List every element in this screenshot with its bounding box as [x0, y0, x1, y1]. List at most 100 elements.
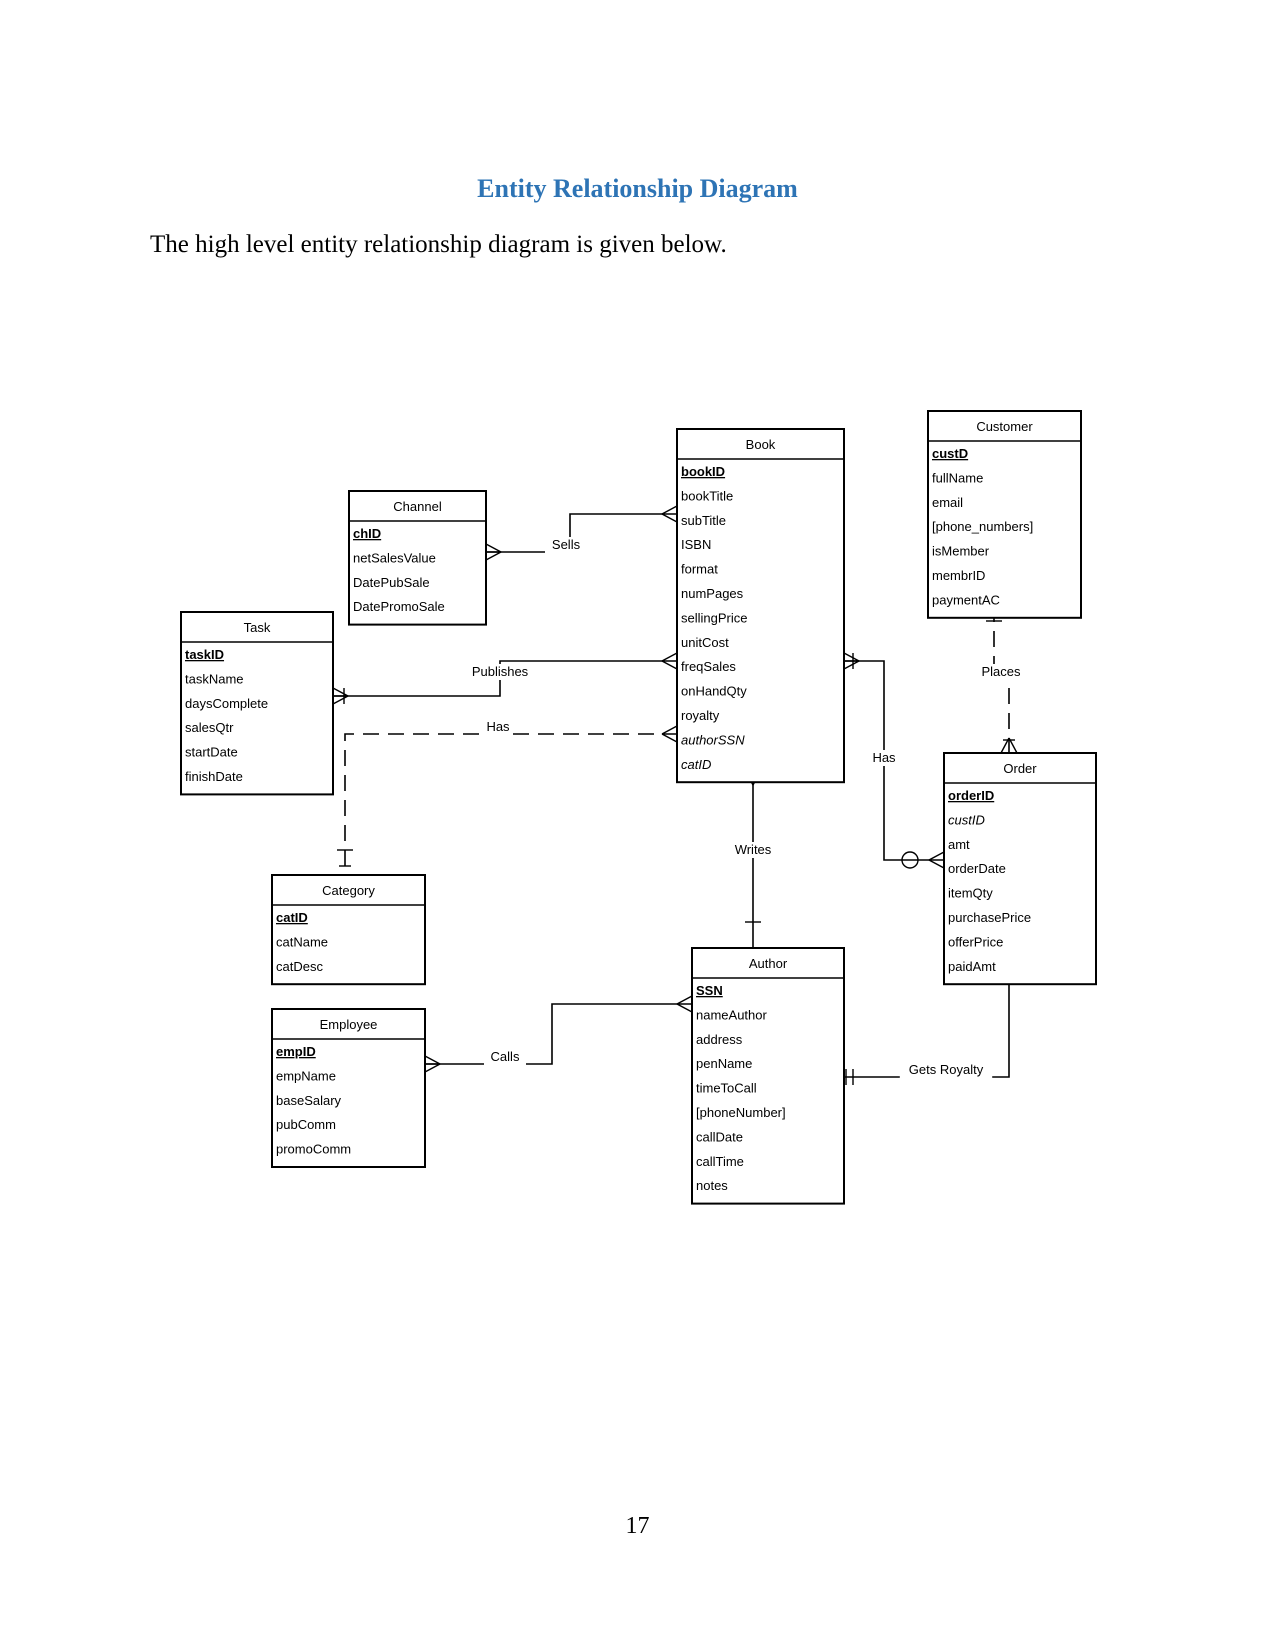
entity-attribute: bookTitle	[681, 488, 733, 503]
entity-attribute: orderDate	[948, 861, 1006, 876]
label-background	[976, 664, 1026, 680]
relationship-line	[344, 733, 677, 866]
relationship-label: Has	[872, 750, 896, 765]
entity-attribute: penName	[696, 1056, 752, 1071]
entity-attribute: onHandQty	[681, 684, 747, 699]
entity-name: Employee	[320, 1017, 378, 1032]
entity-attribute: notes	[696, 1178, 728, 1193]
primary-key-attribute: SSN	[696, 983, 723, 998]
intro-paragraph: The high level entity relationship diagr…	[150, 231, 727, 258]
relationship-label-sells: Sells	[545, 537, 587, 553]
entity-attribute: paidAmt	[948, 959, 996, 974]
crows-foot-marker	[424, 1055, 441, 1073]
entity-attribute: [phone_numbers]	[932, 519, 1033, 534]
relationship-label: Gets Royalty	[909, 1062, 984, 1077]
label-background	[899, 1062, 993, 1078]
relationship-sells	[485, 505, 678, 561]
foreign-key-attribute: authorSSN	[681, 732, 745, 747]
entity-name: Category	[322, 883, 375, 898]
entity-employee: EmployeeempIDempNamebaseSalarypubCommpro…	[271, 1008, 426, 1168]
entity-attribute: baseSalary	[276, 1093, 342, 1108]
entity-attribute: fullName	[932, 470, 983, 485]
entity-box	[943, 752, 1097, 986]
relationship-label: Has	[486, 719, 510, 734]
entity-attribute: purchasePrice	[948, 910, 1031, 925]
entity-name: Order	[1003, 761, 1037, 776]
crows-foot-marker	[661, 725, 678, 743]
entity-attribute: numPages	[681, 586, 744, 601]
relationship-label-places: Places	[976, 664, 1026, 680]
entity-attribute: promoComm	[276, 1142, 351, 1157]
primary-key-attribute: chID	[353, 526, 381, 541]
zero-optional-marker	[901, 851, 919, 869]
entity-box	[676, 428, 845, 784]
relationship-label-has-category: Has	[484, 719, 512, 735]
entity-attribute: subTitle	[681, 513, 726, 528]
entity-attribute: catName	[276, 934, 328, 949]
entity-attribute: amt	[948, 837, 970, 852]
relationship-label: Places	[981, 664, 1021, 679]
entity-attribute: DatePromoSale	[353, 599, 445, 614]
relationship-label-calls: Calls	[484, 1049, 526, 1065]
relationship-label-writes: Writes	[728, 842, 778, 858]
entity-attribute: sellingPrice	[681, 610, 747, 625]
relationship-label: Calls	[491, 1049, 520, 1064]
entity-channel: ChannelchIDnetSalesValueDatePubSaleDateP…	[348, 490, 487, 626]
relationship-label-gets-royalty: Gets Royalty	[899, 1062, 993, 1078]
document-title: Entity Relationship Diagram	[477, 174, 798, 203]
entity-box	[271, 874, 426, 986]
entity-attribute: callTime	[696, 1154, 744, 1169]
entity-attribute: email	[932, 495, 963, 510]
foreign-key-attribute: custID	[948, 812, 985, 827]
primary-key-attribute: empID	[276, 1044, 316, 1059]
entity-attribute: pubComm	[276, 1117, 336, 1132]
entity-attribute: callDate	[696, 1129, 743, 1144]
entity-attribute: nameAuthor	[696, 1007, 767, 1022]
entity-attribute: catDesc	[276, 959, 323, 974]
entity-box	[348, 490, 487, 626]
entity-name: Task	[244, 620, 271, 635]
entity-attribute: timeToCall	[696, 1081, 757, 1096]
relationship-line	[844, 968, 1010, 1078]
primary-key-attribute: custD	[932, 446, 968, 461]
entity-attribute: [phoneNumber]	[696, 1105, 786, 1120]
entity-book: BookbookIDbookTitlesubTitleISBNformatnum…	[676, 428, 845, 784]
entity-attribute: finishDate	[185, 769, 243, 784]
entity-attribute: itemQty	[948, 886, 993, 901]
relationship-label: Sells	[552, 537, 581, 552]
crows-foot-marker	[485, 543, 502, 561]
entity-attribute: taskName	[185, 671, 244, 686]
crows-foot-marker	[661, 652, 678, 670]
entity-attribute: salesQtr	[185, 720, 234, 735]
entity-name: Author	[749, 956, 788, 971]
relationship-has-category	[337, 725, 678, 867]
entity-attribute: offerPrice	[948, 934, 1003, 949]
entity-attribute: ISBN	[681, 537, 711, 552]
entity-attribute: isMember	[932, 544, 990, 559]
entity-attribute: address	[696, 1032, 743, 1047]
entity-attribute: daysComplete	[185, 696, 268, 711]
entity-name: Book	[746, 437, 776, 452]
crows-foot-marker	[928, 851, 945, 869]
entity-attribute: freqSales	[681, 659, 736, 674]
crows-foot-marker	[676, 995, 693, 1013]
label-background	[870, 750, 898, 766]
foreign-key-attribute: catID	[681, 757, 711, 772]
label-background	[484, 719, 512, 735]
entity-attribute: netSalesValue	[353, 550, 436, 565]
entity-box	[927, 410, 1082, 619]
entity-box	[691, 947, 845, 1205]
entity-order: Order orderID custID amt orderDate itemQty pur…	[943, 752, 1097, 986]
entity-name: Channel	[393, 499, 442, 514]
page-number: 17	[625, 1513, 650, 1539]
crows-foot-marker	[661, 505, 678, 523]
relationship-label: Publishes	[472, 664, 529, 679]
relationship-label-has-order: Has	[870, 750, 898, 766]
entity-attribute: format	[681, 562, 718, 577]
primary-key-attribute: orderID	[948, 788, 994, 803]
label-background	[484, 1049, 526, 1065]
label-background	[728, 842, 778, 858]
entity-task: TasktaskIDtaskNamedaysCompletesalesQtrst…	[180, 611, 334, 796]
